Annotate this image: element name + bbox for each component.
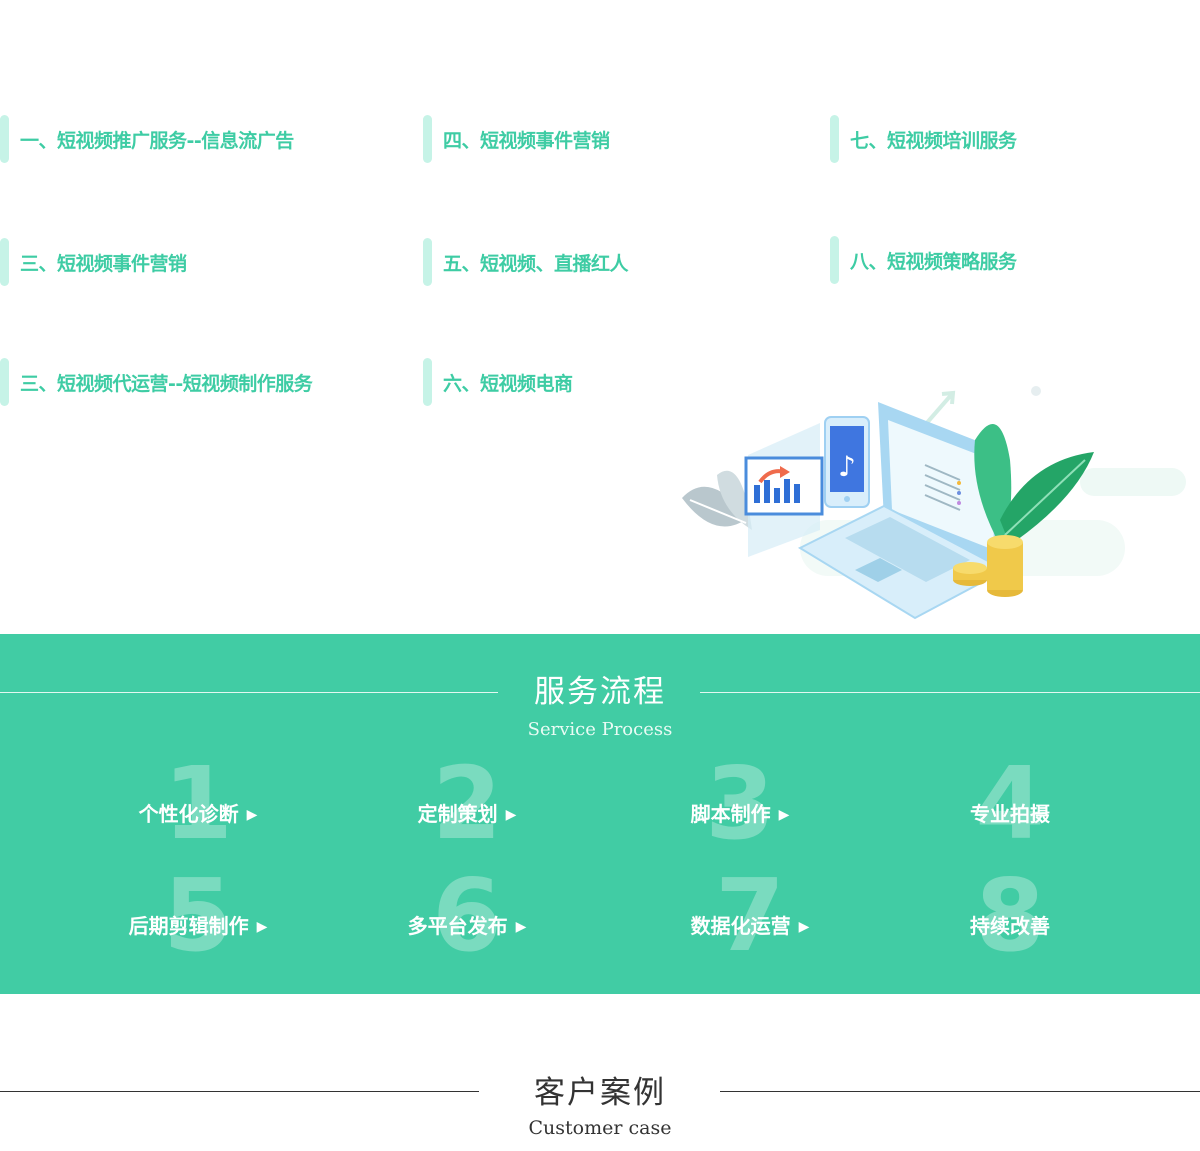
section-title: 服务流程 <box>534 674 666 710</box>
triangle-right-icon: ▶ <box>778 807 790 823</box>
step-label: 后期剪辑制作▶ <box>128 914 268 938</box>
service-item-label: 三、短视频代运营--短视频制作服务 <box>20 372 313 395</box>
service-item-label: 八、短视频策略服务 <box>850 250 1017 273</box>
service-item-3a[interactable]: 三、短视频事件营销 <box>0 238 187 286</box>
step-label: 数据化运营▶ <box>690 914 810 938</box>
step-number: 1 <box>163 745 233 862</box>
service-item-label: 四、短视频事件营销 <box>443 129 610 152</box>
step-number: 2 <box>432 745 502 862</box>
process-step-1: 1 个性化诊断▶ <box>48 754 348 858</box>
process-step-4: 4 专业拍摄 <box>860 754 1160 858</box>
service-item-4[interactable]: 四、短视频事件营销 <box>423 115 610 163</box>
service-item-label: 三、短视频事件营销 <box>20 252 187 275</box>
process-step-8: 8 持续改善 <box>860 866 1160 970</box>
service-item-label: 一、短视频推广服务--信息流广告 <box>20 129 294 152</box>
service-item-marker <box>0 115 9 163</box>
step-number: 8 <box>975 857 1045 974</box>
service-item-5[interactable]: 五、短视频、直播红人 <box>423 238 629 286</box>
customer-case-title: 客户案例 <box>534 1075 666 1111</box>
process-step-5: 5 后期剪辑制作▶ <box>48 866 348 970</box>
customer-case-subtitle: Customer case <box>528 1117 672 1139</box>
service-item-3b[interactable]: 三、短视频代运营--短视频制作服务 <box>0 358 313 406</box>
divider-line-right <box>720 1091 1200 1092</box>
triangle-right-icon: ▶ <box>798 919 810 935</box>
process-step-7: 7 数据化运营▶ <box>600 866 900 970</box>
svg-text:♪: ♪ <box>838 450 856 483</box>
step-number: 3 <box>705 745 775 862</box>
step-label: 定制策划▶ <box>417 802 517 826</box>
service-item-6[interactable]: 六、短视频电商 <box>423 358 573 406</box>
step-number: 6 <box>432 857 502 974</box>
service-item-marker <box>830 236 839 284</box>
service-item-marker <box>0 238 9 286</box>
triangle-right-icon: ▶ <box>256 919 268 935</box>
service-process-section: 服务流程 Service Process 1 个性化诊断▶ 2 定制策划▶ 3 … <box>0 634 1200 994</box>
service-item-label: 七、短视频培训服务 <box>850 129 1017 152</box>
process-step-2: 2 定制策划▶ <box>317 754 617 858</box>
service-item-label: 五、短视频、直播红人 <box>443 252 629 275</box>
step-number: 5 <box>163 857 233 974</box>
service-item-marker <box>830 115 839 163</box>
triangle-right-icon: ▶ <box>505 807 517 823</box>
process-step-6: 6 多平台发布▶ <box>317 866 617 970</box>
step-label: 专业拍摄 <box>970 802 1050 826</box>
service-item-8[interactable]: 八、短视频策略服务 <box>830 236 1017 284</box>
step-label: 多平台发布▶ <box>407 914 527 938</box>
divider-line-left <box>0 692 498 693</box>
divider-line-left <box>0 1091 479 1092</box>
service-item-marker <box>423 115 432 163</box>
step-number: 7 <box>715 857 785 974</box>
service-item-1[interactable]: 一、短视频推广服务--信息流广告 <box>0 115 294 163</box>
divider-line-right <box>700 692 1200 693</box>
step-label: 脚本制作▶ <box>690 802 790 826</box>
service-item-label: 六、短视频电商 <box>443 372 573 395</box>
section-subtitle: Service Process <box>527 719 673 740</box>
step-number: 4 <box>975 745 1045 862</box>
service-item-marker <box>0 358 9 406</box>
triangle-right-icon: ▶ <box>515 919 527 935</box>
step-label: 持续改善 <box>970 914 1050 938</box>
laptop-phone-coins-illustration: ♪ <box>682 386 1186 620</box>
service-item-marker <box>423 238 432 286</box>
service-item-7[interactable]: 七、短视频培训服务 <box>830 115 1017 163</box>
step-label: 个性化诊断▶ <box>138 802 258 826</box>
triangle-right-icon: ▶ <box>246 807 258 823</box>
service-item-marker <box>423 358 432 406</box>
process-step-3: 3 脚本制作▶ <box>590 754 890 858</box>
